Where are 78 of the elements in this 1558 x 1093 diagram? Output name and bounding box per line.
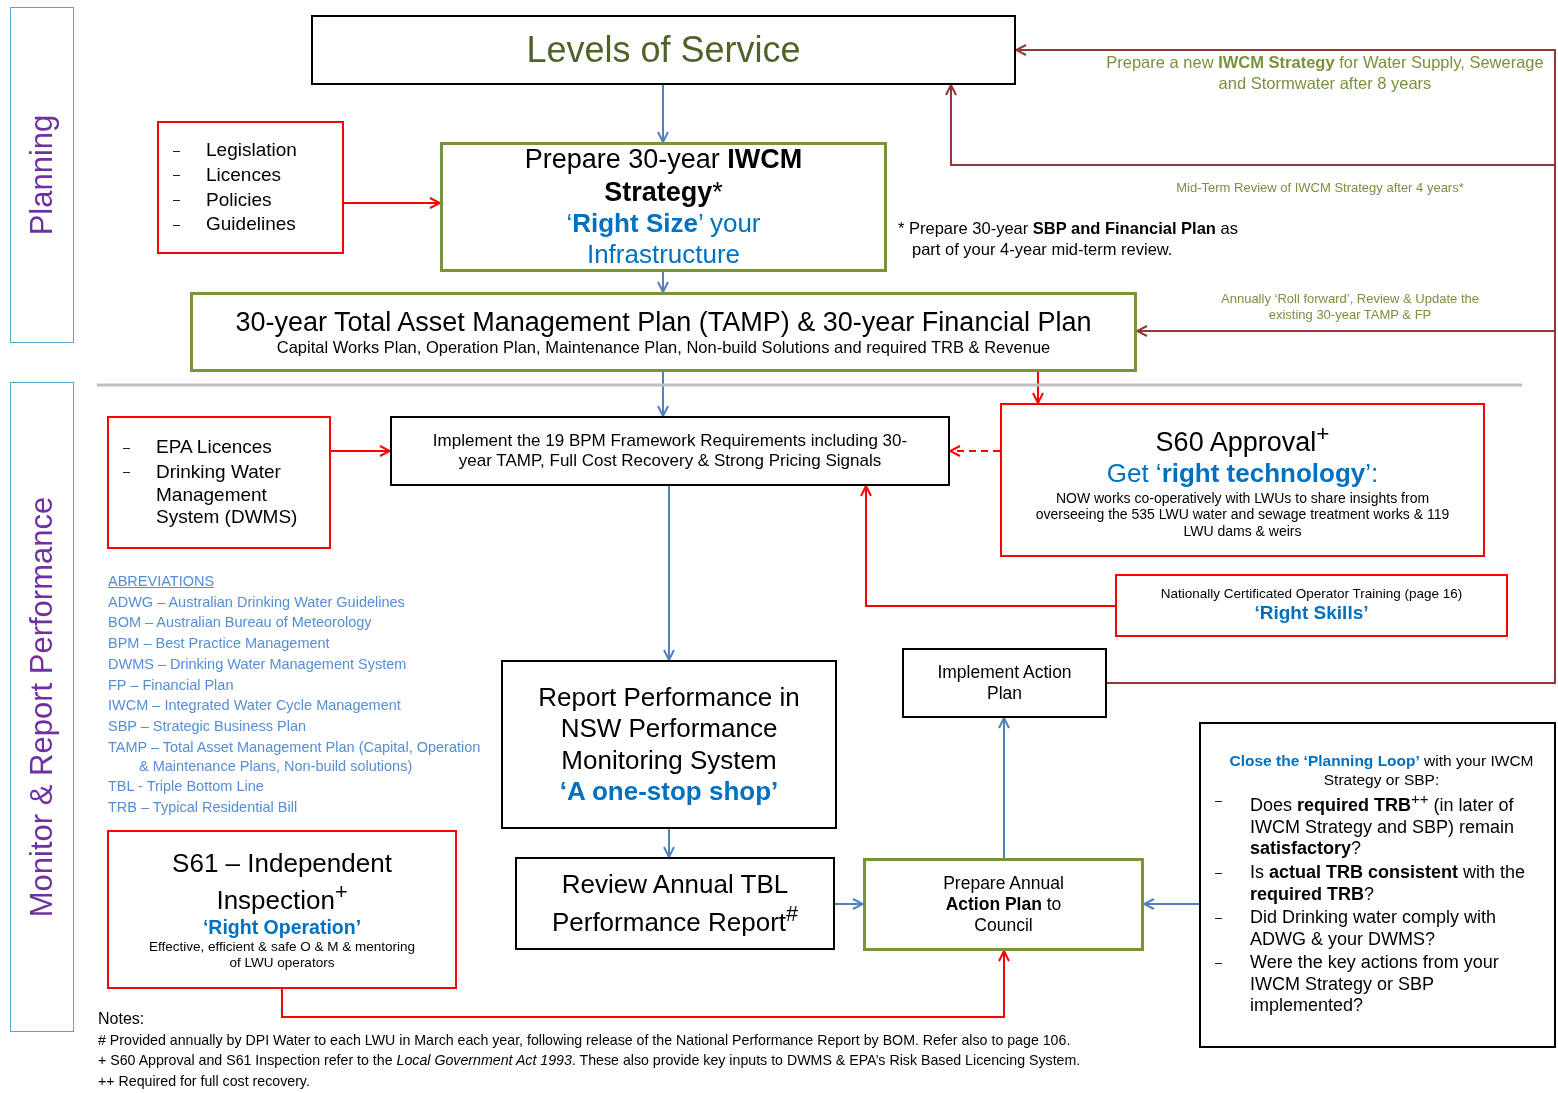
process-box <box>902 648 1107 718</box>
note: + S60 Approval and S61 Inspection refer to the Local Government Act 1993. These also provide key inputs to DWMS & EPA’s Risk Based Licencing System. <box>98 1052 1082 1070</box>
process-box <box>311 15 1016 85</box>
arrow <box>657 371 669 417</box>
box-text: Get ‘right technology’: <box>1105 458 1380 490</box>
box-text: NOW works co-operatively with LWUs to share insights from overseeing the 535 LWU water and sewage treatment works & 119 LWU dams & weirs <box>1034 489 1451 540</box>
process-box <box>501 660 837 829</box>
box-text: Close the ‘Planning Loop’ with your IWCM Strategy or SBP: <box>1228 751 1535 790</box>
abbreviation: TRB – Typical Residential Bill <box>108 798 299 817</box>
training-box <box>1115 574 1508 637</box>
box-heading: S61 – Independent Inspection$^{+}$ <box>171 847 393 916</box>
box-text: Licences <box>206 163 282 187</box>
abbreviation: BOM – Australian Bureau of Meteorology <box>108 613 373 632</box>
section-band <box>10 7 74 343</box>
process-box <box>515 857 835 950</box>
abbreviation: FP – Financial Plan <box>108 676 235 695</box>
abbreviation: IWCM – Integrated Water Cycle Management <box>108 696 402 715</box>
process-box <box>190 292 1137 372</box>
box-heading: 30-year Total Asset Management Plan (TAMP) & 30-year Financial Plan <box>234 305 1093 339</box>
checklist-box <box>1199 722 1556 1048</box>
box-heading: Levels of Service <box>525 28 802 72</box>
arrow <box>657 84 669 143</box>
box-heading: Implement the 19 BPM Framework Requirements including 30-year TAMP, Full Cost Recovery & Strong Pricing Signals <box>432 430 908 472</box>
arrow <box>998 717 1010 859</box>
abbreviation: BPM – Best Practice Management <box>108 634 331 653</box>
arrow <box>1143 898 1200 910</box>
abbreviation: ADWG – Australian Drinking Water Guidelines <box>108 593 406 612</box>
box-heading: Review Annual TBL Performance Report$^{#}$ <box>550 869 800 938</box>
arrow <box>949 445 1001 457</box>
approval-box <box>1000 403 1485 557</box>
notes-heading: Notes: <box>98 1009 146 1029</box>
note: # Provided annually by DPI Water to each LWU in March each year, following release of the National Performance Report by BOM. Refer also to page 106. <box>98 1032 1072 1050</box>
box-text: Capital Works Plan, Operation Plan, Maintenance Plan, Non-build Solutions and required TRB & Revenue <box>275 338 1052 359</box>
footnote: * Prepare 30-year SBP and Financial Plan as part of your 4-year mid-term review. <box>898 218 1239 260</box>
arrow <box>1032 371 1044 404</box>
box-heading: Nationally Certificated Operator Training (page 16) <box>1159 586 1464 603</box>
arrow <box>343 197 441 209</box>
note: ++ Required for full cost recovery. <box>98 1073 311 1091</box>
section-title: Planning <box>24 114 60 236</box>
abbreviation: DWMS – Drinking Water Management System <box>108 655 408 674</box>
box-text: Drinking Water Management System (DWMS) <box>156 460 299 530</box>
box-text: ‘Right Size’ your Infrastructure <box>565 208 762 271</box>
box-text: Guidelines <box>206 213 297 237</box>
box-heading: Prepare Annual Action Plan to Council <box>942 873 1065 936</box>
box-text: Did Drinking water comply with ADWG & your DWMS? <box>1250 907 1498 951</box>
section-title: Monitor & Report Performance <box>24 496 60 918</box>
process-box <box>863 858 1144 951</box>
arrow <box>834 898 864 910</box>
inspection-box <box>107 830 457 989</box>
arrow <box>663 485 675 661</box>
box-heading: Report Performance in NSW Performance Monitoring System <box>537 682 801 776</box>
input-box <box>107 416 331 549</box>
abbreviations-heading: ABREVIATIONS <box>108 572 216 591</box>
box-text: Policies <box>206 188 273 212</box>
box-text: Were the key actions from your IWCM Strategy or SBP implemented? <box>1250 952 1500 1018</box>
arrow <box>330 445 391 457</box>
input-box <box>157 121 344 254</box>
box-heading: S60 Approval$^{+}$ <box>1154 420 1331 459</box>
box-text: ‘Right Skills’ <box>1253 602 1370 625</box>
box-text: Does required TRB$^{++}$ (in later of IWCM Strategy and SBP) remain satisfactory? <box>1250 790 1516 860</box>
arrow <box>860 485 1116 607</box>
abbreviation: TBL - Triple Bottom Line <box>108 777 265 796</box>
box-text: Is actual TRB consistent with the required TRB? <box>1250 861 1527 906</box>
box-text: Legislation <box>206 138 298 162</box>
box-text: ‘Right Operation’ <box>201 915 363 939</box>
box-heading: Implement Action Plan <box>936 662 1073 704</box>
arrow <box>657 271 669 293</box>
box-text: EPA Licences <box>156 435 273 459</box>
arrow <box>663 828 675 858</box>
arrow <box>281 950 1010 1018</box>
abbreviation: SBP – Strategic Business Plan <box>108 717 307 736</box>
process-box <box>390 416 950 486</box>
box-heading: Prepare 30-year IWCM Strategy* <box>523 143 804 209</box>
process-box <box>440 142 887 272</box>
box-text: Effective, efficient & safe O & M & mentoring of LWU operators <box>149 939 415 972</box>
section-band <box>10 382 74 1032</box>
abbreviation: TAMP – Total Asset Management Plan (Capital, Operation & Maintenance Plans, Non-build solutions) <box>108 738 482 776</box>
box-text: ‘A one-stop shop’ <box>558 775 780 807</box>
